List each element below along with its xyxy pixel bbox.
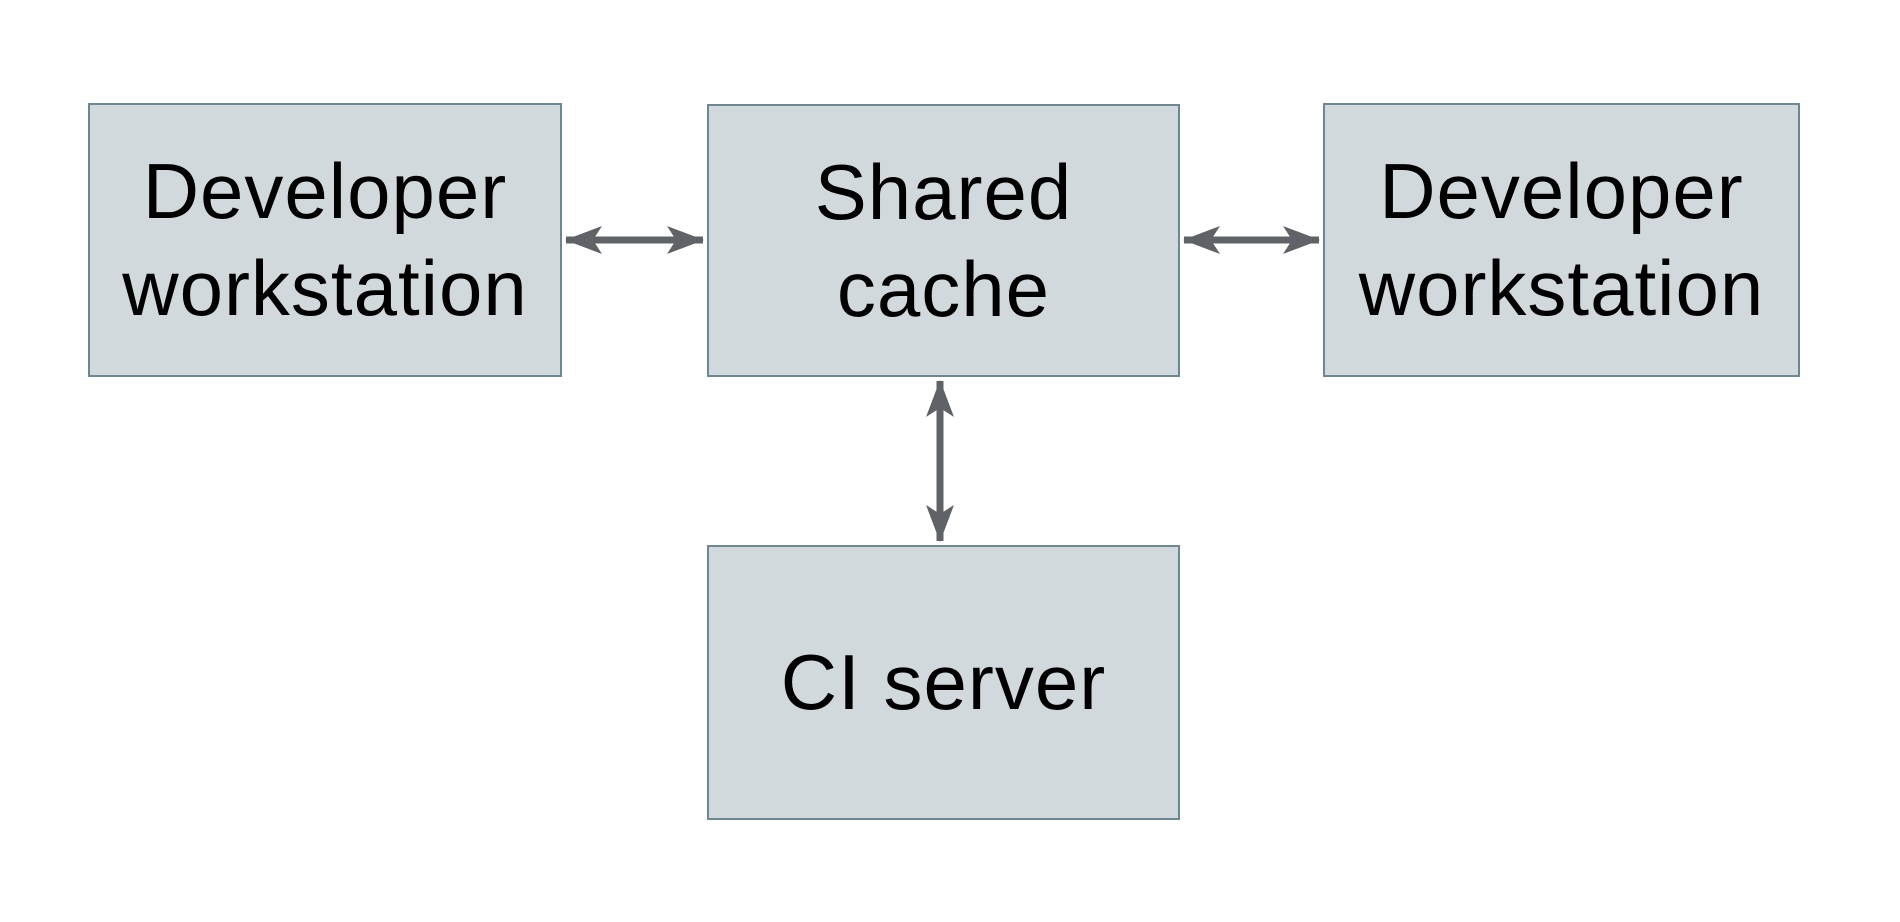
node-ci-server: CI server bbox=[707, 545, 1180, 820]
node-label: CI server bbox=[780, 638, 1107, 727]
node-developer-workstation-right: Developer workstation bbox=[1323, 103, 1800, 377]
node-shared-cache: Shared cache bbox=[707, 104, 1180, 377]
node-label: Shared cache bbox=[814, 147, 1073, 333]
node-label: Developer workstation bbox=[1358, 147, 1765, 332]
node-label: Developer workstation bbox=[122, 147, 528, 332]
node-developer-workstation-left: Developer workstation bbox=[88, 103, 562, 377]
